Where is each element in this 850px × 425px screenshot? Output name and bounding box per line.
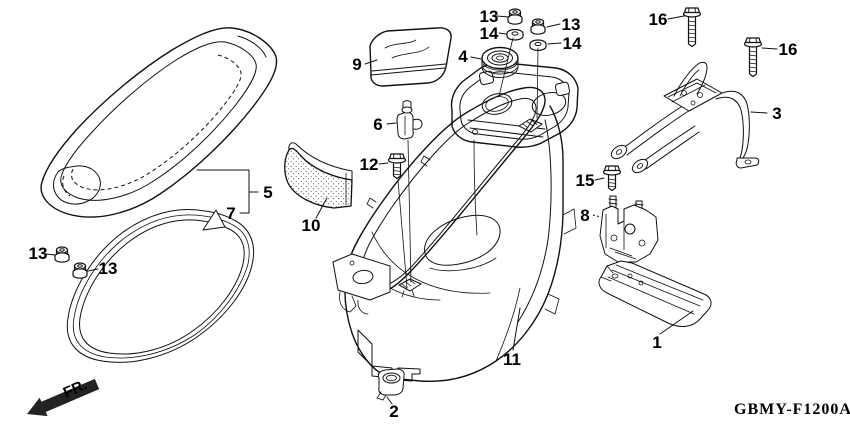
callout-3: 3 — [772, 104, 781, 123]
callout-13-b: 13 — [562, 15, 581, 34]
callout-12: 12 — [360, 155, 379, 174]
callout-13-d: 13 — [99, 259, 118, 278]
seat-trim — [66, 209, 255, 363]
callout-2: 2 — [389, 402, 398, 421]
front-label: FR. — [61, 376, 90, 401]
callout-9: 9 — [352, 55, 361, 74]
callout-15: 15 — [576, 171, 595, 190]
seat-clip — [396, 100, 423, 140]
seat — [40, 27, 278, 218]
cap-nut-13-d — [72, 262, 88, 279]
callout-7: 7 — [226, 204, 235, 223]
callout-4: 4 — [458, 47, 468, 66]
washer-14-a — [506, 28, 524, 41]
leader-lines — [45, 15, 778, 405]
floor-bracket — [598, 260, 712, 327]
bolt-16-a — [682, 7, 702, 48]
callout-13-c: 13 — [29, 244, 48, 263]
callout-8: 8 — [580, 206, 589, 225]
tool-bag — [369, 27, 452, 87]
callout-16-a: 16 — [649, 10, 668, 29]
callout-14-a: 14 — [480, 24, 499, 43]
callout-1: 1 — [652, 333, 661, 352]
callout-10: 10 — [302, 216, 321, 235]
cap-nut-13-a — [507, 8, 523, 25]
callout-16-b: 16 — [779, 40, 798, 59]
lock-bracket — [599, 195, 659, 263]
callout-6: 6 — [373, 115, 382, 134]
bolt-15 — [602, 165, 622, 192]
callout-5: 5 — [263, 183, 272, 202]
bolt-16-b — [743, 37, 763, 78]
box-rubber-strip — [284, 142, 353, 209]
rubber-cap — [481, 46, 519, 78]
callout-14-b: 14 — [563, 34, 582, 53]
grommet — [376, 368, 405, 401]
luggage-box — [332, 62, 579, 383]
rear-carrier — [610, 61, 760, 174]
callout-11: 11 — [503, 350, 521, 369]
callout-13-a: 13 — [480, 7, 499, 26]
diagram-code: GBMY-F1200A — [734, 401, 850, 418]
front-direction-arrow — [27, 378, 100, 417]
cap-nut-13-c — [54, 246, 70, 263]
cap-nut-13-b — [530, 18, 546, 35]
